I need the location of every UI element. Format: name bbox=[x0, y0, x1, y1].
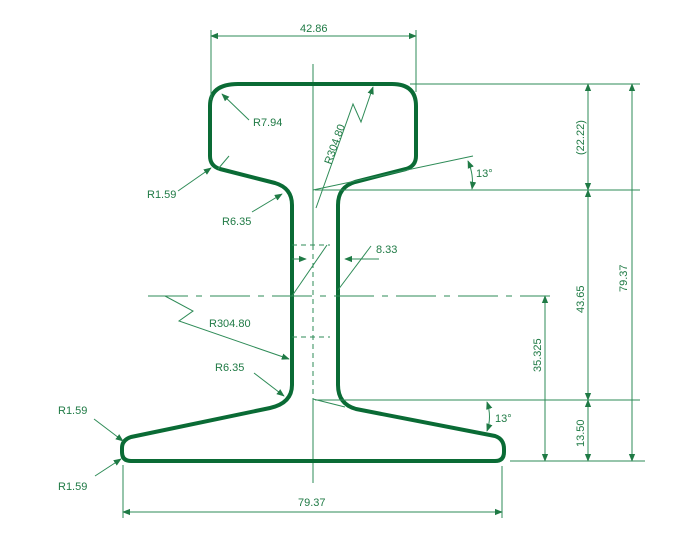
head-width-label: 42.86 bbox=[300, 23, 328, 35]
head-width-dimension: 42.86 bbox=[210, 23, 417, 100]
base-angle-callout: 13° bbox=[312, 398, 512, 432]
base-fillet-radius-callout: R6.35 bbox=[215, 362, 285, 397]
base-height-dimension: 13.50 bbox=[575, 399, 592, 462]
web-thickness-label: 8.33 bbox=[376, 244, 397, 256]
head-angle-label: 13° bbox=[476, 168, 493, 180]
web-thickness-callout: 8.33 bbox=[291, 244, 397, 338]
web-height-label: 43.65 bbox=[575, 285, 587, 313]
head-bottom-radius-callout: R1.59 bbox=[147, 155, 230, 201]
neutral-axis-height-dimension: 35.325 bbox=[532, 295, 549, 462]
base-width-dimension: 79.37 bbox=[122, 465, 503, 518]
base-width-label: 79.37 bbox=[298, 497, 326, 509]
web-radius-callout: R304.80 bbox=[164, 295, 290, 360]
base-fillet-radius-label: R6.35 bbox=[215, 362, 244, 374]
head-angle-callout: 13° bbox=[312, 155, 493, 191]
base-angle-label: 13° bbox=[495, 413, 512, 425]
head-fillet-radius-callout: R6.35 bbox=[222, 193, 283, 228]
base-height-label: 13.50 bbox=[575, 419, 587, 447]
base-bottom-radius-callout: R1.59 bbox=[58, 458, 122, 493]
total-height-label: 79.37 bbox=[618, 264, 630, 292]
base-bottom-radius-label: R1.59 bbox=[58, 481, 87, 493]
head-height-label: (22.22) bbox=[575, 120, 587, 155]
head-corner-radius-label: R7.94 bbox=[253, 117, 282, 129]
head-height-dimension: (22.22) bbox=[575, 83, 592, 191]
base-top-radius-callout: R1.59 bbox=[58, 405, 124, 442]
web-height-dimension: 43.65 bbox=[575, 189, 592, 401]
total-height-dimension: 79.37 bbox=[618, 83, 636, 462]
rail-profile-outline bbox=[120, 82, 506, 463]
head-corner-radius-callout: R7.94 bbox=[221, 93, 282, 129]
base-top-radius-label: R1.59 bbox=[58, 405, 87, 417]
head-fillet-radius-label: R6.35 bbox=[222, 216, 251, 228]
web-radius-label: R304.80 bbox=[209, 318, 251, 330]
head-crown-radius-label: R304.80 bbox=[323, 123, 349, 166]
head-bottom-radius-label: R1.59 bbox=[147, 189, 176, 201]
neutral-axis-height-label: 35.325 bbox=[532, 338, 544, 372]
